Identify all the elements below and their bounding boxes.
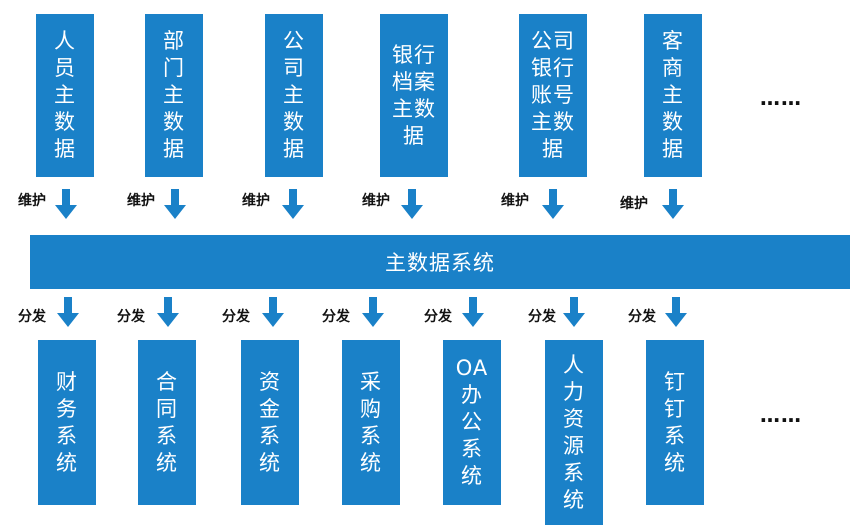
- down-arrow-icon: [362, 297, 384, 327]
- down-arrow-icon: [57, 297, 79, 327]
- master-data-box-company-bank-account: 公司 银行 账号 主数 据: [519, 14, 587, 177]
- down-arrow-icon: [157, 297, 179, 327]
- down-arrow-icon: [401, 189, 423, 219]
- down-arrow-icon: [282, 189, 304, 219]
- target-system-box-finance: 财 务 系 统: [38, 340, 96, 505]
- distribute-label-6: 分发: [528, 309, 556, 325]
- distribute-label-4: 分发: [322, 309, 350, 325]
- target-system-box-human-resources: 人 力 资 源 系 统: [545, 340, 603, 525]
- down-arrow-icon: [665, 297, 687, 327]
- down-arrow-icon: [55, 189, 77, 219]
- maintain-label-1: 维护: [18, 193, 46, 209]
- target-system-box-contract: 合 同 系 统: [138, 340, 196, 505]
- maintain-label-6: 维护: [620, 196, 648, 212]
- distribute-label-1: 分发: [18, 309, 46, 325]
- down-arrow-icon: [542, 189, 564, 219]
- down-arrow-icon: [262, 297, 284, 327]
- down-arrow-icon: [164, 189, 186, 219]
- distribute-label-7: 分发: [628, 309, 656, 325]
- target-system-box-dingtalk: 钉 钉 系 统: [646, 340, 704, 505]
- down-arrow-icon: [662, 189, 684, 219]
- maintain-label-4: 维护: [362, 193, 390, 209]
- master-data-box-department: 部 门 主 数 据: [145, 14, 203, 177]
- distribute-label-3: 分发: [222, 309, 250, 325]
- maintain-label-5: 维护: [501, 193, 529, 209]
- target-system-box-procurement: 采 购 系 统: [342, 340, 400, 505]
- distribute-label-5: 分发: [424, 309, 452, 325]
- master-data-box-company: 公 司 主 数 据: [265, 14, 323, 177]
- master-data-system-bar: 主数据系统: [30, 235, 850, 289]
- target-system-box-funds: 资 金 系 统: [241, 340, 299, 505]
- down-arrow-icon: [462, 297, 484, 327]
- bottom-more-ellipsis: ……: [760, 403, 802, 427]
- distribute-label-2: 分发: [117, 309, 145, 325]
- top-more-ellipsis: ……: [760, 86, 802, 110]
- master-data-box-personnel: 人 员 主 数 据: [36, 14, 94, 177]
- master-data-box-customer-supplier: 客 商 主 数 据: [644, 14, 702, 177]
- down-arrow-icon: [563, 297, 585, 327]
- master-data-box-bank-archive: 银行 档案 主数 据: [380, 14, 448, 177]
- target-system-box-oa-office: OA 办 公 系 统: [443, 340, 501, 505]
- maintain-label-2: 维护: [127, 193, 155, 209]
- maintain-label-3: 维护: [242, 193, 270, 209]
